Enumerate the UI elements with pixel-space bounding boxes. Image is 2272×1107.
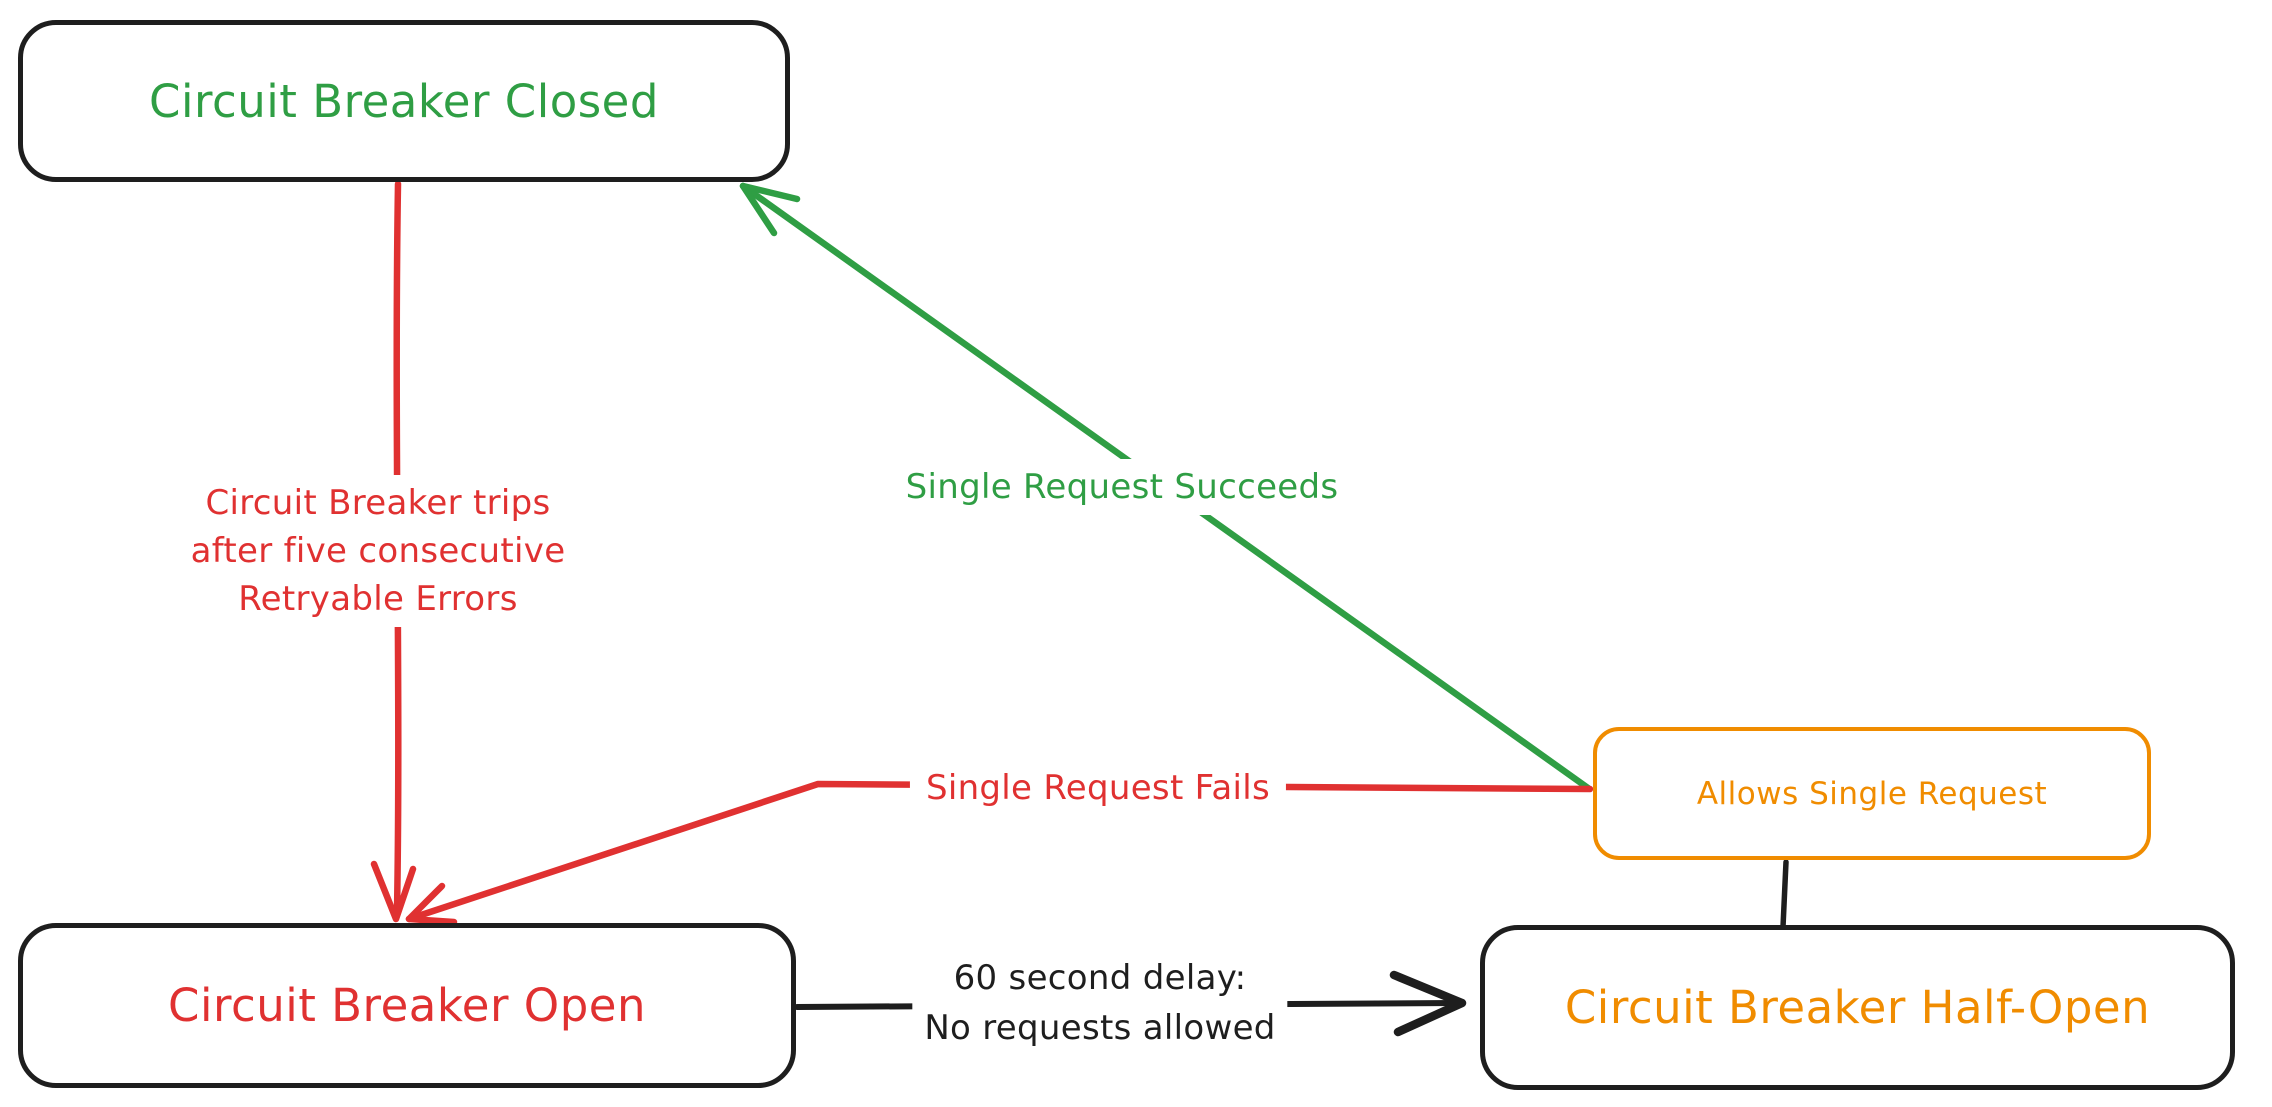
edge-label-trips-line-2: after five consecutive <box>190 531 566 571</box>
node-circuit-breaker-half-open: Circuit Breaker Half-Open <box>1480 925 2235 1090</box>
edge-fails-arrow <box>405 780 1594 926</box>
edge-label-delay-line-1: 60 second delay: <box>953 958 1247 998</box>
edge-label-delay-line-2: No requests allowed <box>924 1008 1276 1048</box>
edge-label-trips: Circuit Breaker trips after five consecu… <box>174 475 582 627</box>
node-label-allows: Allows Single Request <box>1696 775 2048 812</box>
edge-label-trips-line-3: Retryable Errors <box>238 579 518 619</box>
node-label-closed: Circuit Breaker Closed <box>149 74 659 128</box>
edge-label-delay: 60 second delay: No requests allowed <box>912 951 1288 1055</box>
node-label-half-open: Circuit Breaker Half-Open <box>1564 981 2151 1034</box>
edge-label-fails: Single Request Fails <box>909 762 1287 814</box>
edge-connector-line <box>1780 859 1789 930</box>
node-label-open: Circuit Breaker Open <box>168 979 646 1032</box>
edge-label-trips-line-1: Circuit Breaker trips <box>205 483 551 523</box>
edge-label-succeeds: Single Request Succeeds <box>885 459 1359 515</box>
node-allows-single-request: Allows Single Request <box>1593 727 2151 860</box>
node-circuit-breaker-open: Circuit Breaker Open <box>18 923 796 1088</box>
node-circuit-breaker-closed: Circuit Breaker Closed <box>18 20 790 182</box>
